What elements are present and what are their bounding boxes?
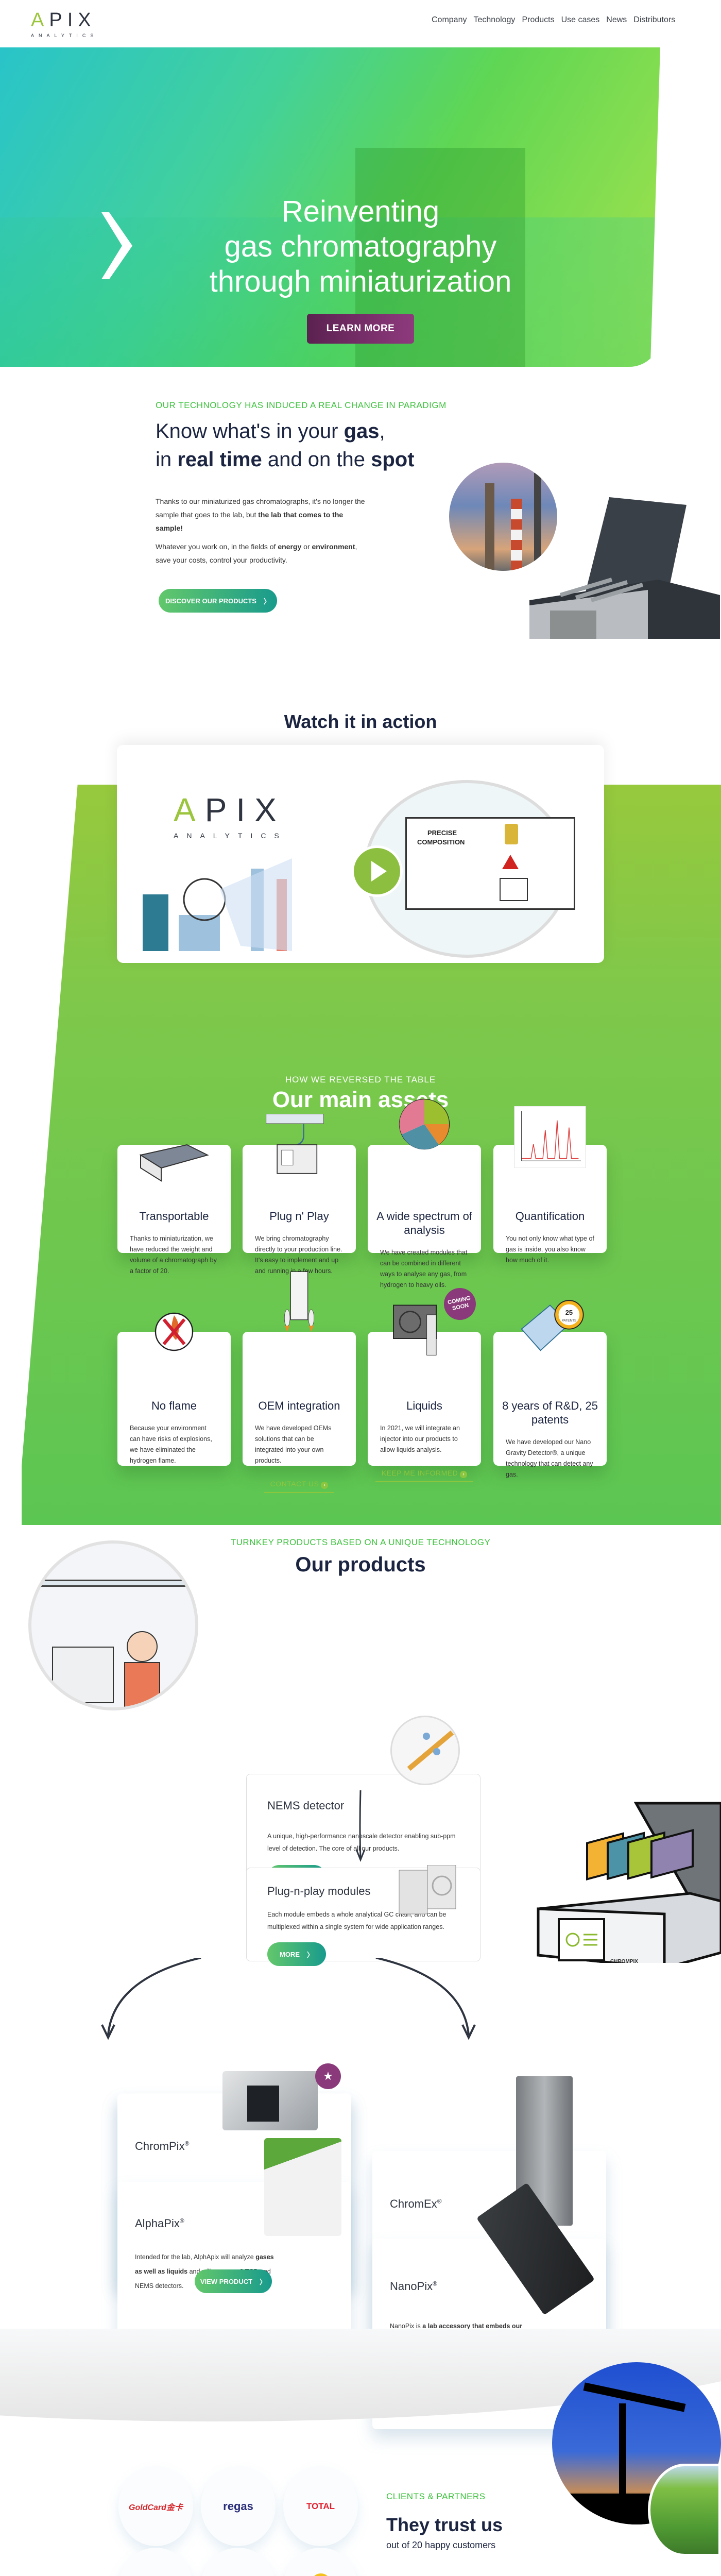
know-heading: Know what's in your gas, in real time an…	[156, 420, 415, 471]
nav-company[interactable]: Company	[432, 15, 467, 24]
logo-mark-pix: PIX	[49, 9, 96, 31]
chevron-right-icon: 〉	[260, 2278, 267, 2286]
svg-text:PATENTS: PATENTS	[562, 1319, 577, 1323]
assets-title: Our main assets	[272, 1087, 449, 1112]
arrow-down-icon	[355, 1790, 366, 1862]
main-nav: Company Technology Products Use cases Ne…	[432, 15, 675, 25]
nav-use-cases[interactable]: Use cases	[561, 15, 600, 24]
chrompix-product-image	[222, 2071, 318, 2130]
hero-title: Reinventing gas chromatography through m…	[209, 195, 512, 298]
warning-icon	[502, 855, 519, 869]
keep-me-informed-link[interactable]: KEEP ME INFORMED›	[375, 1469, 474, 1482]
star-icon: ★	[323, 2070, 333, 2082]
hero-banner: Reinventing gas chromatography through m…	[0, 47, 660, 367]
client-logo-air-liquide: Air Liquide	[201, 2548, 276, 2576]
assets-eyebrow: HOW WE REVERSED THE TABLE	[285, 1075, 436, 1084]
nav-distributors[interactable]: Distributors	[633, 15, 676, 24]
chevron-right-icon	[101, 212, 132, 279]
svg-text:CHROMPIX: CHROMPIX	[610, 1959, 638, 1963]
oem-rocket-rack-icon	[284, 1271, 314, 1332]
industrial-city-illustration	[143, 858, 292, 951]
play-icon[interactable]	[351, 845, 403, 897]
no-flame-icon	[154, 1312, 194, 1351]
client-logo-goldcard: GoldCard金卡	[118, 2466, 193, 2546]
brand-logo[interactable]: APIX ANALYTICS	[31, 10, 98, 38]
chrompix-device-image	[529, 497, 720, 639]
video-player[interactable]: APIX ANALYTICS PRECISE COMPOSITION	[117, 745, 604, 963]
liquid-injector-icon	[393, 1304, 437, 1355]
alphapix-product-image	[264, 2138, 341, 2236]
clients-title: They trust us	[386, 2514, 503, 2535]
logo-tagline: ANALYTICS	[31, 33, 98, 38]
client-logo-aristot: ARISTOT	[283, 2548, 358, 2576]
nav-technology[interactable]: Technology	[473, 15, 516, 24]
worker-tablet-illustration	[28, 1540, 198, 1710]
arrow-curve-left-icon	[101, 1958, 201, 2040]
svg-text:25: 25	[565, 1309, 573, 1316]
clients-eyebrow: CLIENTS & PARTNERS	[386, 2492, 486, 2501]
refinery-image	[449, 463, 557, 571]
chromatogram-icon	[514, 1106, 586, 1168]
client-logo-engie: ENGIE	[118, 2548, 193, 2576]
aristot-emblem-icon	[311, 2573, 331, 2576]
chevron-right-icon: 〉	[306, 1951, 314, 1959]
client-logo-total: TOTAL	[283, 2466, 358, 2546]
spectrum-wheel-icon	[399, 1098, 450, 1150]
nems-detector-image	[390, 1716, 460, 1785]
video-section-title: Watch it in action	[284, 711, 437, 732]
alphapix-view-product-button[interactable]: VIEW PRODUCT〉	[195, 2269, 272, 2293]
chevron-right-icon: 〉	[263, 597, 270, 605]
arrow-curve-right-icon	[375, 1958, 476, 2040]
whiteboard-illustration: PRECISE COMPOSITION	[405, 817, 575, 910]
star-product-badge: ★	[315, 2063, 341, 2089]
chart-icon	[500, 878, 528, 901]
discover-products-button[interactable]: DISCOVER OUR PRODUCTS〉	[159, 589, 277, 613]
gc-modules-image	[399, 1865, 456, 1914]
modules-more-button[interactable]: MORE〉	[267, 1942, 326, 1966]
client-logo-regas: regas	[201, 2466, 276, 2546]
coins-icon	[505, 824, 518, 844]
video-logo: APIX ANALYTICS	[174, 791, 287, 840]
clients-subtitle: out of 20 happy customers	[386, 2540, 496, 2550]
site-header: APIX ANALYTICS Company Technology Produc…	[0, 0, 721, 47]
transportable-device-icon	[139, 1144, 209, 1182]
plug-n-play-icon	[266, 1114, 324, 1174]
biogas-farm-image	[648, 2464, 721, 2556]
logo-mark-a: A	[31, 9, 49, 31]
contact-us-link[interactable]: CONTACT US›	[264, 1480, 335, 1493]
nav-products[interactable]: Products	[522, 15, 555, 24]
chrompix-modules-illustration: CHROMPIX	[537, 1802, 721, 1963]
know-description: Thanks to our miniaturized gas chromatog…	[156, 497, 365, 564]
learn-more-button[interactable]: LEARN MORE	[307, 314, 414, 344]
products-title: Our products	[295, 1553, 426, 1576]
know-eyebrow: OUR TECHNOLOGY HAS INDUCED A REAL CHANGE…	[156, 400, 447, 410]
nav-news[interactable]: News	[606, 15, 627, 24]
products-eyebrow: TURNKEY PRODUCTS BASED ON A UNIQUE TECHN…	[230, 1537, 491, 1547]
